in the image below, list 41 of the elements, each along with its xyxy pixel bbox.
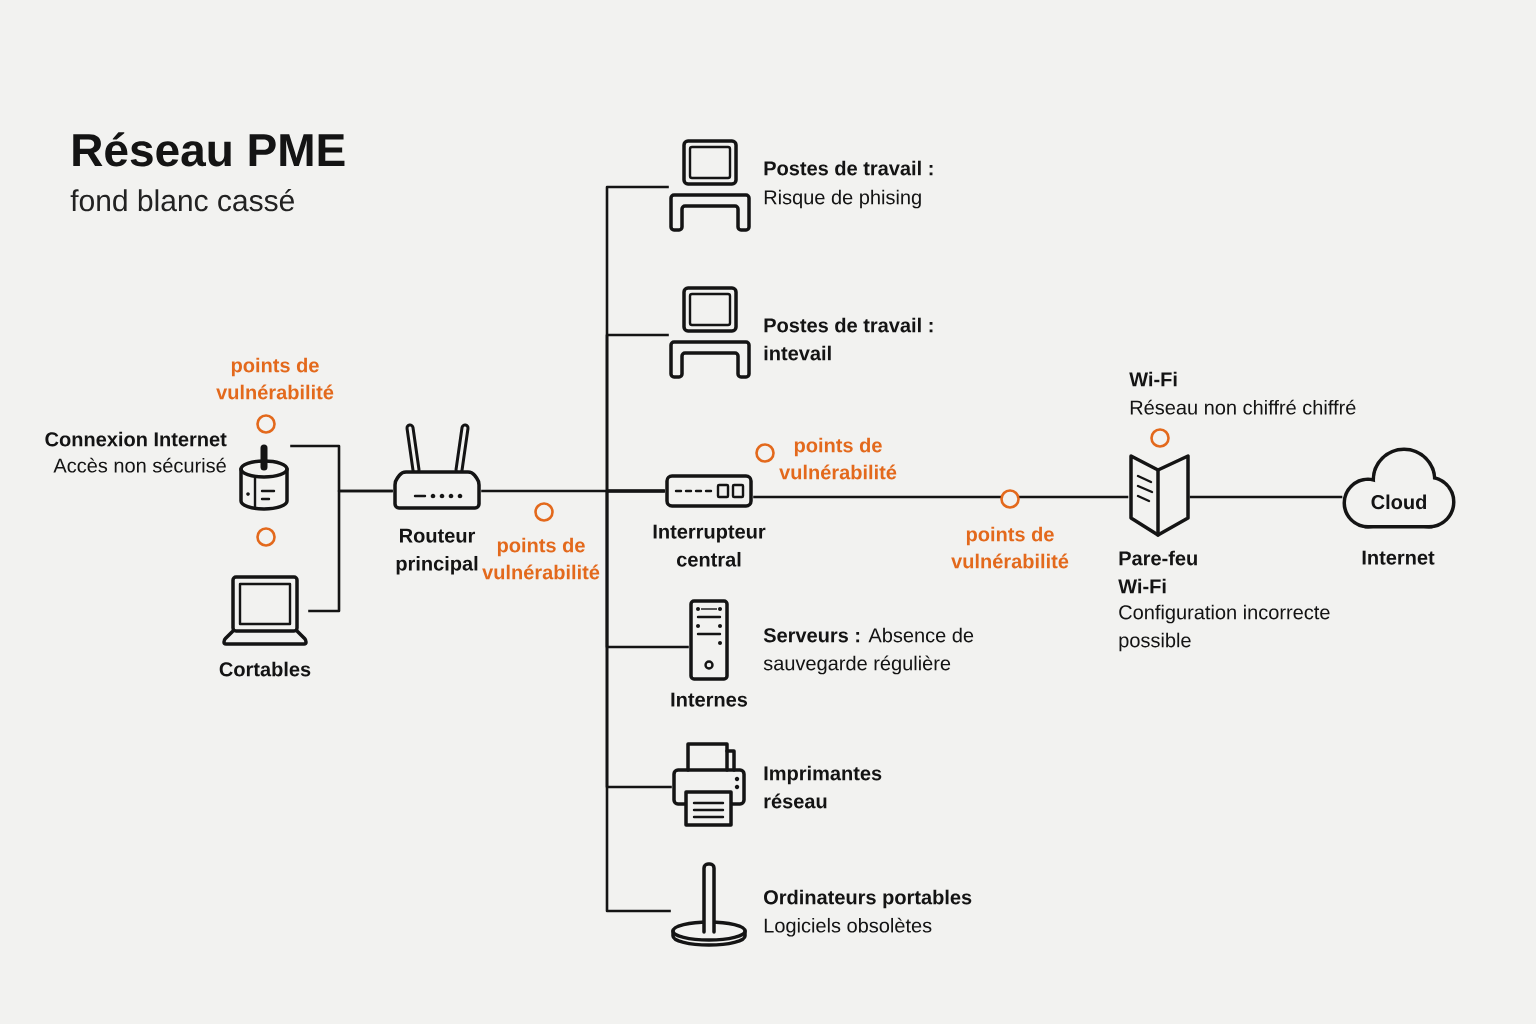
laptop-icon [222, 575, 308, 646]
device-label: Postes de travail : [764, 160, 933, 176]
cloud-node: Cloud [1342, 447, 1456, 529]
modem-icon [239, 444, 289, 511]
device-label: Routeur principal [396, 528, 478, 575]
device-label: Ordinateurs portables [764, 889, 972, 909]
device-label: Risque de phising [764, 189, 921, 209]
device-label: Connexion Internet [45, 431, 227, 447]
vulnerability-label: points de vulnérabilité [951, 526, 1069, 569]
open-book-icon [1129, 454, 1190, 537]
connector-line [753, 495, 1129, 499]
vulnerability-label: points de vulnérabilité [482, 537, 600, 580]
server-icon [689, 599, 729, 681]
device-label: Logiciels obsolètes [764, 917, 932, 937]
device-label: Wi-Fi [1129, 371, 1177, 387]
vulnerability-label: points de vulnérabilité [779, 437, 897, 480]
device-label: intevail [764, 345, 831, 361]
workstation-icon [669, 139, 751, 232]
connector-line [308, 489, 393, 613]
switch-icon [665, 474, 753, 508]
device-label: Réseau non chiffré chiffré [1130, 399, 1356, 415]
device-label: Postes de travail : [764, 317, 933, 333]
device-label: Internes [671, 692, 748, 707]
stand-icon [671, 862, 747, 947]
subtitle: fond blanc cassé [70, 188, 294, 212]
connector-line [1189, 495, 1343, 499]
vulnerability-label: points de vulnérabilité [216, 357, 334, 400]
connector-line [605, 333, 669, 493]
router-icon [393, 423, 481, 510]
printer-icon [672, 742, 746, 827]
device-label: Internet [1362, 550, 1435, 565]
device-label: Interrupteur central [653, 524, 766, 567]
title: Réseau PME [73, 132, 345, 167]
workstation-icon [669, 286, 751, 379]
device-label: Configuration incorrecte possible [1119, 604, 1330, 652]
connector-line [605, 489, 671, 913]
device-label: Accès non sécurisé [53, 457, 226, 473]
device-label: Pare-feu Wi-Fi [1118, 550, 1197, 594]
device-label: Imprimantes réseau [764, 765, 882, 809]
device-label: Serveurs : Absence de sauvegarde régulière [763, 627, 974, 675]
device-label: Cortables [219, 661, 311, 677]
